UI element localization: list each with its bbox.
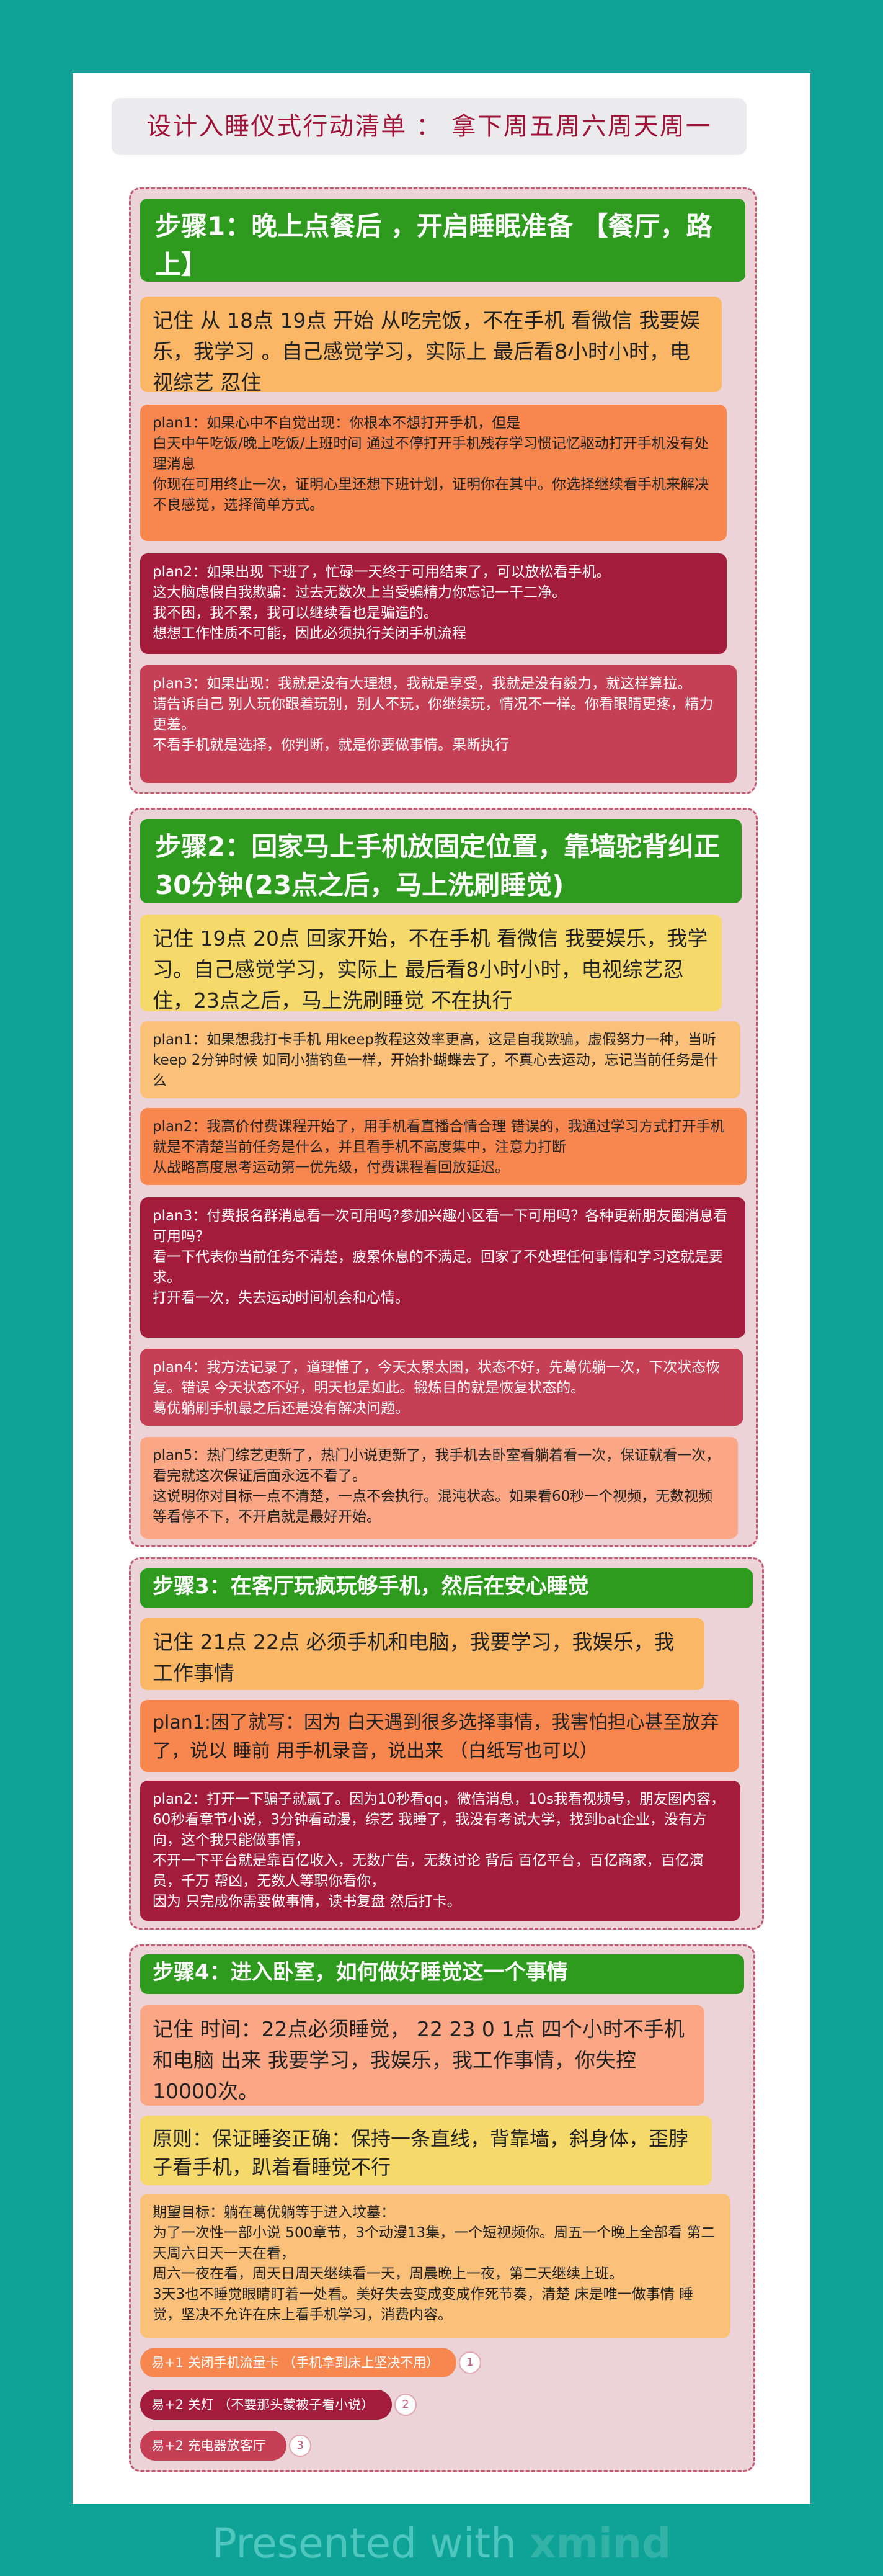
step2-plan4[interactable]: plan4：我方法记录了，道理懂了，今天太累太困，状态不好，先葛优躺一次，下次状… (140, 1349, 743, 1426)
todo-1-number: 1 (459, 2351, 481, 2374)
step2-head[interactable]: 步骤2：回家马上手机放固定位置，靠墙驼背纠正30分钟(23点之后，马上洗刷睡觉) (140, 819, 742, 903)
page-title[interactable]: 设计入睡仪式行动清单 ： 拿下周五周六周天周一 (112, 98, 747, 155)
step2-plan2[interactable]: plan2：我高价付费课程开始了，用手机看直播合情合理 错误的，我通过学习方式打… (140, 1108, 747, 1185)
step3-plan2[interactable]: plan2：打开一下骗子就赢了。因为10秒看qq，微信消息，10s我看视频号，朋… (140, 1781, 740, 1921)
step4-head[interactable]: 步骤4：进入卧室，如何做好睡觉这一个事情 (140, 1954, 744, 1994)
todo-2-number: 2 (394, 2394, 417, 2416)
step2-memo[interactable]: 记住 19点 20点 回家开始，不在手机 看微信 我要娱乐，我学习。自己感觉学习… (140, 915, 722, 1013)
step1-memo[interactable]: 记住 从 18点 19点 开始 从吃完饭，不在手机 看微信 我要娱乐，我学习 。… (140, 297, 722, 395)
step2-plan5[interactable]: plan5：热门综艺更新了，热门小说更新了，我手机去卧室看躺着看一次，保证就看一… (140, 1437, 738, 1539)
step4-memo[interactable]: 记住 时间：22点必须睡觉， 22 23 0 1点 四个小时不手机和电脑 出来 … (140, 2005, 704, 2106)
step1-plan3[interactable]: plan3：如果出现：我就是没有大理想，我就是享受，我就是没有毅力，就这样算拉。… (140, 665, 737, 783)
step2-plan1[interactable]: plan1：如果想我打卡手机 用keep教程这效率更高，这是自我欺骗，虚假努力一… (140, 1021, 740, 1098)
presented-with-footer: Presented with xmind (0, 2513, 883, 2575)
step3-head[interactable]: 步骤3：在客厅玩疯玩够手机，然后在安心睡觉 (140, 1568, 753, 1608)
todo-3-number: 3 (289, 2435, 311, 2457)
step1-plan1[interactable]: plan1：如果心中不自觉出现：你根本不想打开手机，但是 白天中午吃饭/晚上吃饭… (140, 405, 727, 541)
step1-head[interactable]: 步骤1：晚上点餐后 ，开启睡眠准备 【餐厅，路上】 (140, 199, 745, 282)
xmind-brand: xmind (529, 2520, 672, 2567)
step4-todo-3[interactable]: 易+2 充电器放客厅 (140, 2431, 286, 2461)
step1-plan2[interactable]: plan2：如果出现 下班了，忙碌一天终于可用结束了，可以放松看手机。 这大脑虑… (140, 553, 727, 654)
step4-principle[interactable]: 原则：保证睡姿正确：保持一条直线，背靠墙，斜身体，歪脖子看手机，趴着看睡觉不行 (140, 2116, 712, 2185)
step4-todo-1[interactable]: 易+1 关闭手机流量卡 （手机拿到床上坚决不用） (140, 2348, 456, 2377)
step4-goal[interactable]: 期望目标：躺在葛优躺等于进入坟墓： 为了一次性一部小说 500章节，3个动漫13… (140, 2194, 730, 2338)
step3-plan1[interactable]: plan1:困了就写：因为 白天遇到很多选择事情，我害怕担心甚至放弃了，说以 睡… (140, 1700, 739, 1772)
step4-todo-2[interactable]: 易+2 关灯 （不要那头蒙被子看小说） (140, 2390, 392, 2420)
presented-text: Presented with (211, 2520, 517, 2567)
step3-memo[interactable]: 记住 21点 22点 必须手机和电脑，我要学习，我娱乐，我工作事情 (140, 1618, 704, 1690)
step2-plan3[interactable]: plan3：付费报名群消息看一次可用吗?参加兴趣小区看一下可用吗？各种更新朋友圈… (140, 1197, 745, 1338)
